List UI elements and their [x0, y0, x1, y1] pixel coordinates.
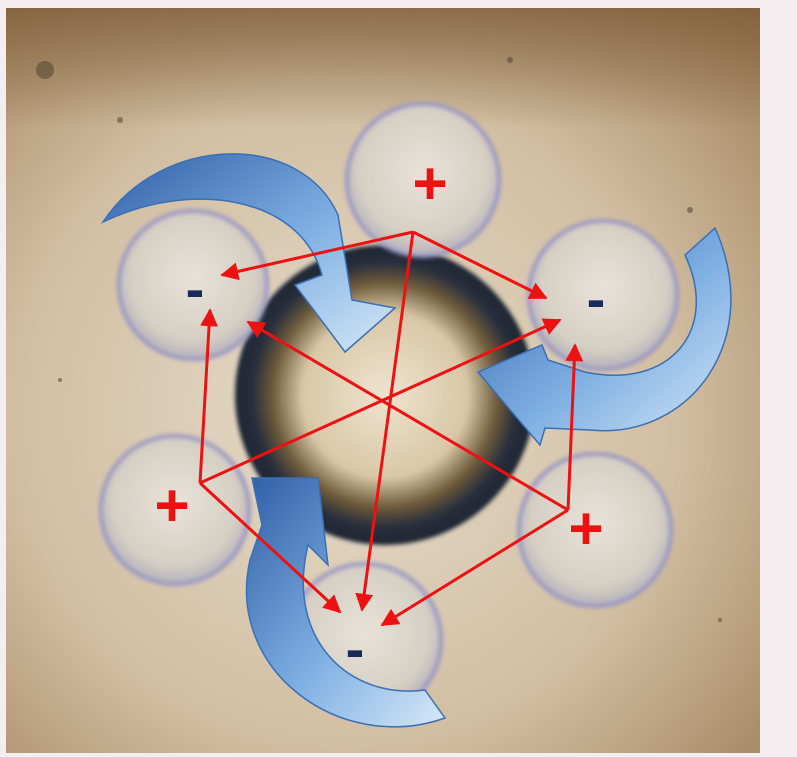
polarity-sign-lower-right: + — [568, 495, 603, 562]
polarity-sign-upper-left: - — [186, 257, 205, 320]
polarity-sign-upper-right: - — [587, 267, 606, 330]
polarity-sign-bottom: - — [346, 617, 365, 680]
polarity-sign-lower-left: + — [154, 472, 189, 539]
polarity-sign-top: + — [412, 150, 447, 217]
